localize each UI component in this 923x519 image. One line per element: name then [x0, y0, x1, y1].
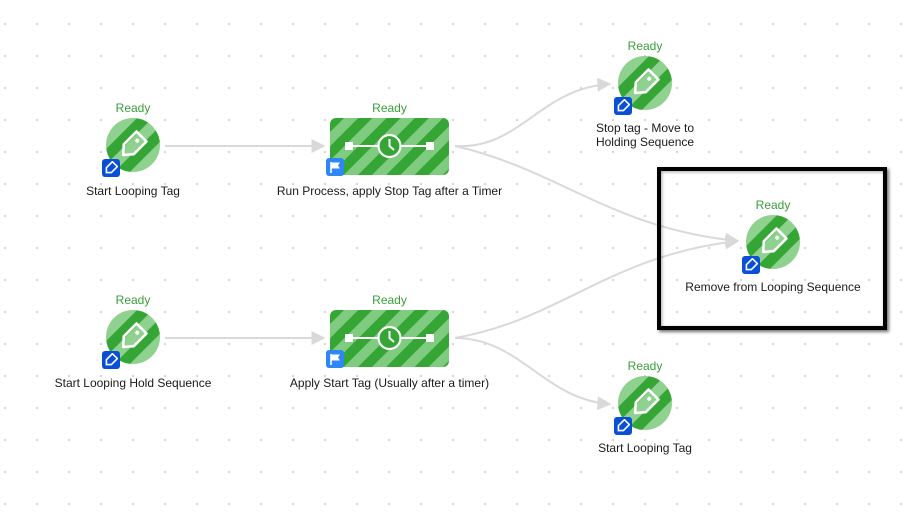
tag-badge	[614, 417, 632, 435]
node-label-line2: Holding Sequence	[595, 135, 695, 149]
node-stop-tag-holding[interactable]: Ready Stop tag - Move to Holding Sequenc…	[596, 39, 694, 149]
node-label: Start Looping Hold Sequence	[54, 376, 212, 390]
node-start-looping-tag[interactable]: Ready Start Looping Tag	[86, 101, 180, 198]
process-node-rect	[330, 310, 449, 367]
process-node-rect	[330, 118, 449, 175]
edge-n6-n7[interactable]	[454, 337, 612, 411]
tag-icon	[105, 353, 118, 366]
edge-n2-n3[interactable]	[454, 77, 612, 148]
node-start-looping-hold[interactable]: Ready Start Looping Hold Sequence	[55, 293, 212, 390]
node-label: Start Looping Tag	[598, 441, 692, 455]
tag-badge	[614, 97, 632, 115]
tag-icon	[105, 161, 118, 174]
tag-icon	[633, 388, 660, 415]
flag-icon	[330, 354, 340, 365]
timer-icon	[377, 325, 402, 351]
flag-icon	[330, 162, 340, 173]
node-label: Start Looping Tag	[86, 184, 180, 198]
status-label: Ready	[372, 293, 407, 307]
status-label: Ready	[372, 101, 407, 115]
tag-node-circle	[106, 118, 160, 172]
status-label: Ready	[627, 39, 663, 53]
tag-icon	[617, 419, 630, 432]
node-run-process-stop-tag[interactable]: Ready Run Process, apply Stop Tag after …	[277, 101, 502, 198]
status-label: Ready	[755, 198, 791, 212]
node-label: Apply Start Tag (Usually after a timer)	[289, 376, 490, 390]
tag-badge	[102, 351, 120, 369]
tag-icon	[761, 227, 788, 254]
edge-n6-n4[interactable]	[454, 235, 740, 339]
tag-node-circle	[618, 56, 672, 110]
flag-badge	[326, 350, 344, 368]
node-label: Stop tag - Move to Holding Sequence	[596, 121, 694, 149]
tag-node-circle	[746, 215, 800, 269]
node-apply-start-tag[interactable]: Ready Apply Start Tag (Usually after a t…	[290, 293, 489, 390]
node-label-line1: Stop tag - Move to	[595, 121, 695, 135]
tag-badge	[102, 159, 120, 177]
edge-n2-n4[interactable]	[454, 145, 740, 247]
node-label: Run Process, apply Stop Tag after a Time…	[276, 184, 503, 198]
timer-icon	[377, 133, 402, 159]
node-label: Remove from Looping Sequence	[685, 280, 861, 294]
status-label: Ready	[115, 101, 151, 115]
tag-icon	[745, 258, 758, 271]
tag-icon	[633, 68, 660, 95]
tag-icon	[121, 130, 148, 157]
node-remove-from-looping[interactable]: Ready Remove from Looping Sequence	[685, 198, 860, 294]
node-start-looping-tag-2[interactable]: Ready Start Looping Tag	[598, 359, 692, 455]
status-label: Ready	[627, 359, 663, 373]
status-label: Ready	[115, 293, 151, 307]
tag-node-circle	[618, 376, 672, 430]
tag-node-circle	[106, 310, 160, 364]
tag-badge	[742, 256, 760, 274]
tag-icon	[121, 322, 148, 349]
flag-badge	[326, 158, 344, 176]
tag-icon	[617, 99, 630, 112]
